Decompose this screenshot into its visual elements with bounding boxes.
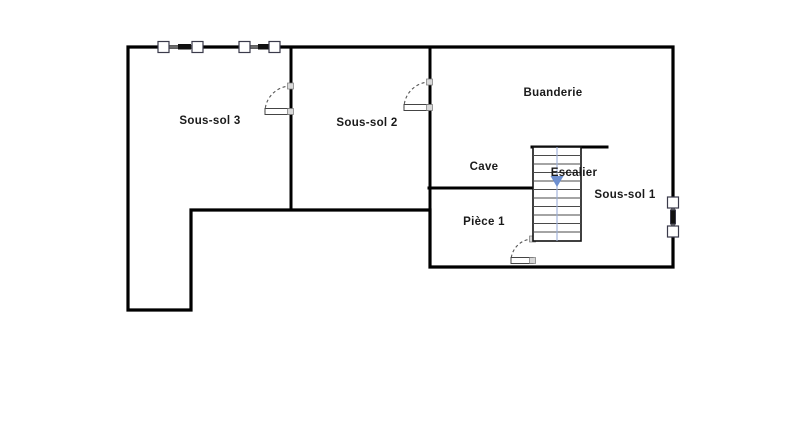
- room-label-buanderie: Buanderie: [524, 87, 583, 99]
- door-swing-arc: [510, 238, 534, 262]
- door-sousol2-buanderie: [403, 78, 433, 111]
- room-label-piece-1: Pièce 1: [463, 216, 505, 228]
- door-leaf-panel: [403, 104, 431, 111]
- room-label-sous-sol-3: Sous-sol 3: [179, 115, 240, 127]
- window-sash-dash: [178, 44, 191, 50]
- door-strike-jamb: [287, 108, 294, 115]
- staircase-direction-arrow-icon: [550, 176, 564, 187]
- door-swing-arc: [264, 85, 292, 113]
- window-frame-box: [238, 40, 251, 54]
- door-sousol3-sousol2: [264, 82, 294, 115]
- staircase-escalier: [532, 146, 582, 242]
- window-frame-box: [268, 40, 281, 54]
- room-label-sous-sol-1: Sous-sol 1: [594, 189, 655, 201]
- door-swing-arc: [403, 81, 431, 109]
- window-top-left: [157, 40, 204, 54]
- room-label-sous-sol-2: Sous-sol 2: [336, 117, 397, 129]
- window-frame-box: [157, 40, 170, 54]
- window-frame-box: [666, 196, 680, 209]
- door-hinge-jamb: [426, 78, 433, 86]
- window-top-right: [238, 40, 281, 54]
- door-strike-jamb: [529, 257, 536, 264]
- window-sash-dash: [670, 209, 676, 225]
- room-label-escalier: Escalier: [551, 167, 598, 179]
- door-hinge-jamb: [287, 82, 294, 90]
- window-sash-dash: [258, 44, 270, 50]
- window-right-side: [666, 196, 680, 238]
- room-label-cave: Cave: [470, 161, 499, 173]
- door-strike-jamb: [426, 104, 433, 111]
- window-frame-box: [191, 40, 204, 54]
- window-frame-box: [666, 225, 680, 238]
- door-leaf-panel: [264, 108, 292, 115]
